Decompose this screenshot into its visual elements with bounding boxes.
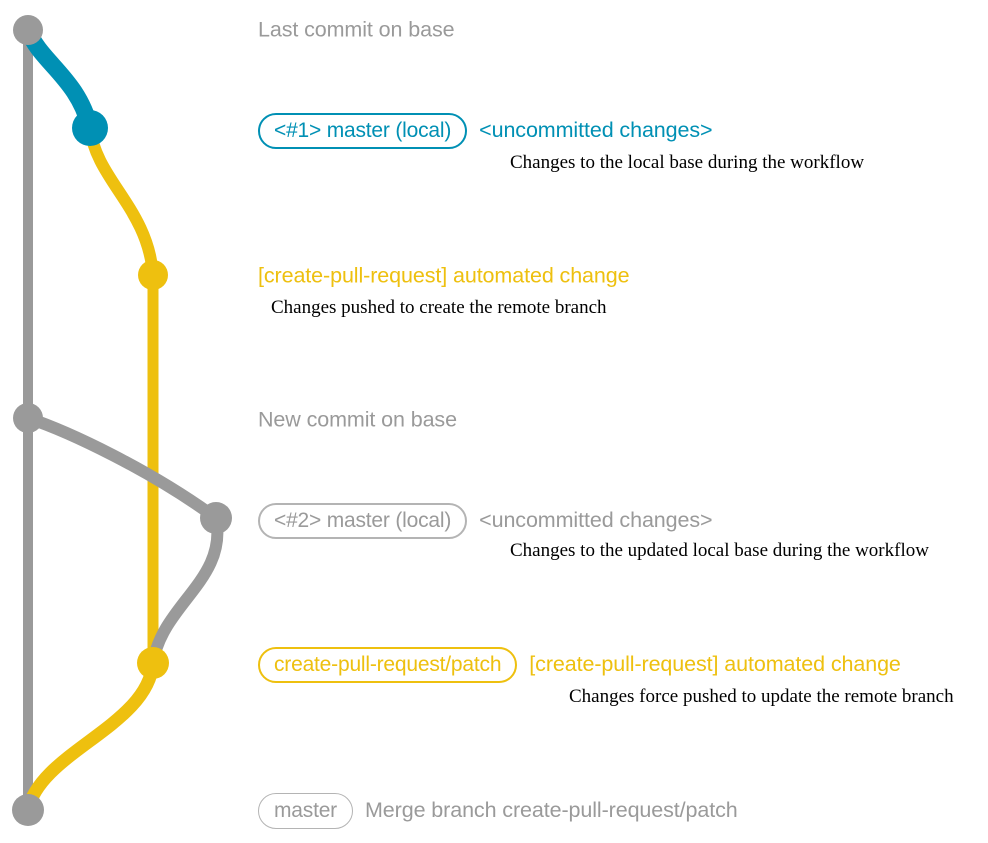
commit-description-automated-change-1: Changes pushed to create the remote bran… bbox=[271, 297, 607, 318]
commit-description-local-change-1: Changes to the local base during the wor… bbox=[510, 152, 865, 173]
commit-row-automated-change-1: [create-pull-request] automated change bbox=[258, 265, 630, 287]
commit-message-merge-commit: Merge branch create-pull-request/patch bbox=[364, 798, 738, 823]
branch-badge-master[interactable]: master bbox=[258, 793, 353, 829]
commit-message-local-change-1: <uncommitted changes> bbox=[479, 118, 713, 143]
commit-row-last-commit-on-base: Last commit on base bbox=[258, 17, 455, 42]
commit-row-local-change-2: <#2> master (local) <uncommitted changes… bbox=[258, 503, 713, 539]
commit-message-last-commit-on-base: Last commit on base bbox=[258, 17, 455, 42]
commit-message-new-commit-on-base: New commit on base bbox=[258, 407, 457, 432]
branch-badge-master-local-1[interactable]: <#1> master (local) bbox=[258, 113, 468, 149]
branch-badge-master-local-2[interactable]: <#2> master (local) bbox=[258, 503, 468, 539]
commit-description-local-change-2: Changes to the updated local base during… bbox=[510, 540, 929, 561]
commit-message-local-change-2: <uncommitted changes> bbox=[479, 508, 713, 533]
commit-row-merge-commit: master Merge branch create-pull-request/… bbox=[258, 793, 738, 829]
commit-message-automated-change-2: [create-pull-request] automated change bbox=[529, 652, 901, 677]
commit-row-local-change-1: <#1> master (local) <uncommitted changes… bbox=[258, 113, 713, 149]
commit-row-new-commit-on-base: New commit on base bbox=[258, 409, 457, 431]
commit-description-automated-change-2: Changes force pushed to update the remot… bbox=[569, 686, 954, 707]
branch-badge-create-pull-request-patch[interactable]: create-pull-request/patch bbox=[258, 647, 518, 683]
commit-row-automated-change-2: create-pull-request/patch [create-pull-r… bbox=[258, 647, 901, 683]
commit-message-automated-change-1: [create-pull-request] automated change bbox=[258, 263, 630, 288]
